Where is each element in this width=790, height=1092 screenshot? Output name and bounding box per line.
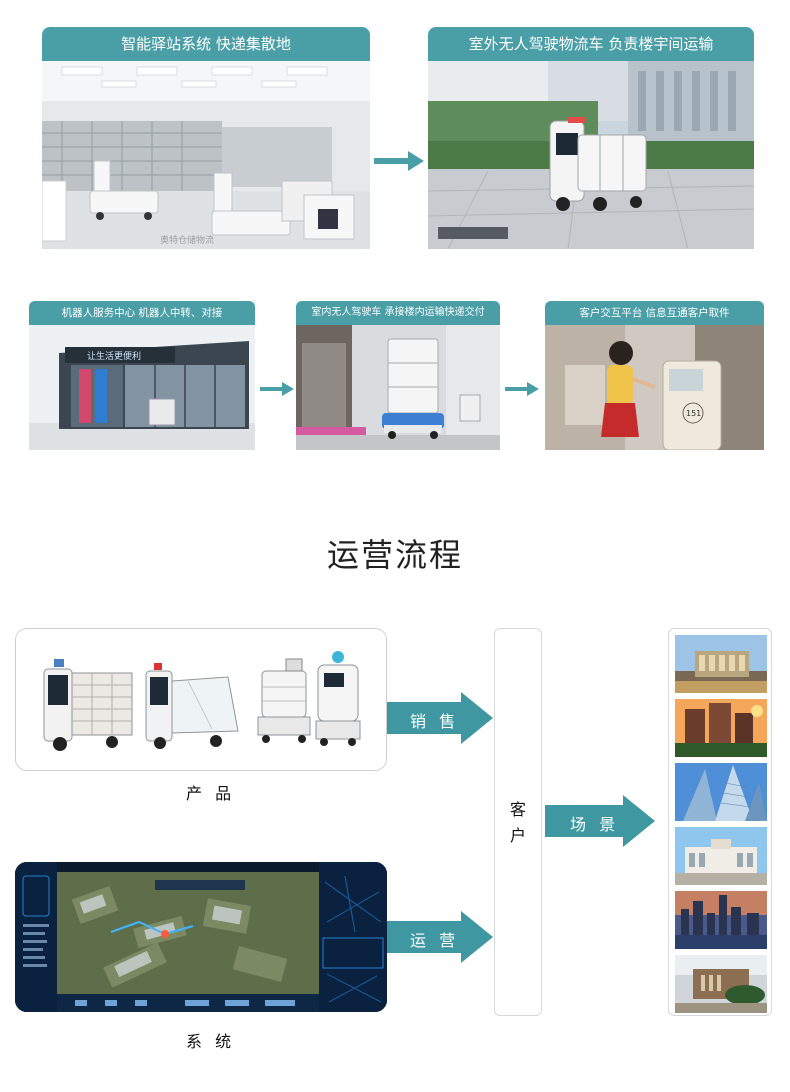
flow-step-5-header: 客户交互平台 信息互通客户取件 bbox=[545, 301, 764, 325]
customer-label-text: 客 户 bbox=[509, 800, 526, 845]
station-sign-text: 让生活更便利 bbox=[87, 350, 141, 362]
system-label: 系 统 bbox=[186, 1032, 236, 1051]
warehouse-watermark: 奥特仓储物流 bbox=[160, 234, 214, 246]
customer-column: 客 户 bbox=[494, 628, 542, 1016]
flow-step-3-header: 机器人服务中心 机器人中转、对接 bbox=[29, 301, 255, 325]
pickup-terminal-photo: 151 bbox=[545, 325, 764, 450]
scene-hotel-image bbox=[675, 635, 767, 693]
scene-campus-image bbox=[675, 827, 767, 885]
flow-card-4: 室内无人驾驶车 承接楼内运输快递交付 bbox=[296, 301, 500, 450]
customer-label: 客 户 bbox=[495, 797, 541, 849]
scene-university-image bbox=[675, 955, 767, 1013]
ops-arrow bbox=[387, 911, 493, 963]
sales-label: 销 售 bbox=[410, 712, 460, 731]
service-center-photo: 让生活更便利 bbox=[29, 325, 255, 450]
ops-label: 运 营 bbox=[410, 931, 460, 950]
flow-arrow-3 bbox=[505, 382, 539, 396]
flow-arrow-2 bbox=[260, 382, 294, 396]
system-dashboard bbox=[15, 862, 387, 1012]
sales-arrow bbox=[387, 692, 493, 744]
products-box bbox=[15, 628, 387, 771]
section-title: 运营流程 bbox=[326, 536, 463, 574]
locker-number: 151 bbox=[686, 409, 701, 418]
scene-arrow bbox=[545, 795, 655, 847]
flow-card-5: 客户交互平台 信息互通客户取件 151 bbox=[545, 301, 764, 450]
scenes-column bbox=[668, 628, 772, 1016]
indoor-vehicle-photo bbox=[296, 325, 500, 450]
flow-card-2: 室外无人驾驶物流车 负责楼宇间运输 bbox=[428, 27, 754, 249]
scene-city-image bbox=[675, 891, 767, 949]
flow-card-1: 智能驿站系统 快递集散地 bbox=[42, 27, 370, 249]
products-label: 产 品 bbox=[186, 784, 236, 803]
scene-label: 场 景 bbox=[570, 815, 620, 834]
flow-card-3: 机器人服务中心 机器人中转、对接 让生活更便利 bbox=[29, 301, 255, 450]
outdoor-vehicle-photo bbox=[428, 61, 754, 249]
warehouse-photo: 奥特仓储物流 bbox=[42, 61, 370, 249]
products-illustration bbox=[16, 629, 386, 770]
flow-step-2-header: 室外无人驾驶物流车 负责楼宇间运输 bbox=[428, 27, 754, 61]
scene-office-image bbox=[675, 763, 767, 821]
flow-step-1-header: 智能驿站系统 快递集散地 bbox=[42, 27, 370, 61]
flow-step-4-header: 室内无人驾驶车 承接楼内运输快递交付 bbox=[296, 301, 500, 325]
flow-arrow-1 bbox=[374, 151, 424, 171]
scene-residential-image bbox=[675, 699, 767, 757]
